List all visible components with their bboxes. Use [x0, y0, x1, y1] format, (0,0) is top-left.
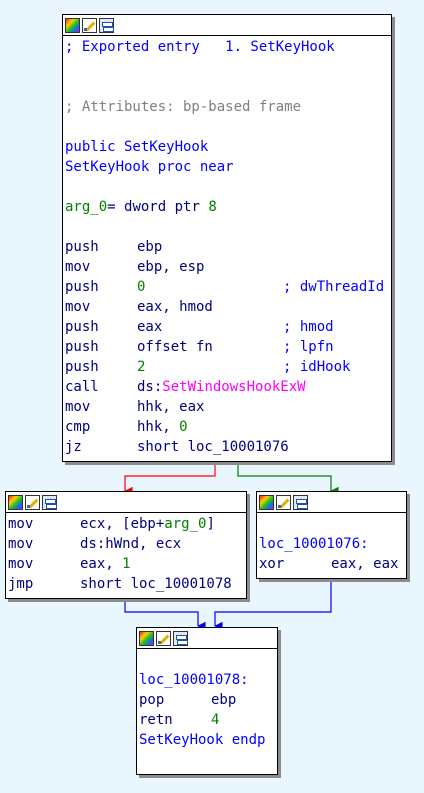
graph-view-icon[interactable]: [99, 17, 114, 33]
attributes-comment: ; Attributes: bp-based frame: [65, 99, 302, 115]
color-palette-icon[interactable]: [8, 494, 23, 510]
edit-pencil-icon[interactable]: [276, 494, 291, 510]
arg-definition: arg_0= dword ptr 8: [65, 199, 217, 215]
edit-pencil-icon[interactable]: [82, 17, 97, 33]
code-block-entry[interactable]: ; Exported entry 1. SetKeyHook ; Attribu…: [62, 14, 392, 462]
color-palette-icon[interactable]: [139, 630, 154, 646]
public-declaration: public SetKeyHook: [65, 139, 209, 155]
edit-pencil-icon[interactable]: [156, 630, 171, 646]
jump-target-link[interactable]: short loc_10001076: [137, 439, 289, 455]
jump-target-link[interactable]: short loc_10001078: [80, 576, 232, 592]
edit-pencil-icon[interactable]: [25, 494, 40, 510]
graph-view-icon[interactable]: [293, 494, 308, 510]
node-header: [257, 492, 406, 513]
graph-view-icon[interactable]: [173, 630, 188, 646]
graph-view-icon[interactable]: [42, 494, 57, 510]
edge-true-to-loc_10001076: [237, 461, 339, 496]
node-header: [6, 492, 246, 513]
edge-right-to-loc_10001078: [214, 578, 332, 631]
block-label: loc_10001078:: [139, 672, 249, 688]
edge-left-to-loc_10001078: [124, 599, 206, 631]
exported-entry-comment: ; Exported entry 1. SetKeyHook: [65, 39, 335, 55]
block-label: loc_10001076:: [259, 536, 369, 552]
color-palette-icon[interactable]: [65, 17, 80, 33]
edge-false-to-left-block: [124, 461, 216, 496]
proc-end-declaration: SetKeyHook endp: [139, 732, 266, 748]
color-palette-icon[interactable]: [259, 494, 274, 510]
proc-declaration: SetKeyHook proc near: [65, 159, 234, 175]
node-header: [63, 15, 391, 36]
node-header: [137, 628, 277, 649]
api-function-name[interactable]: SetWindowsHookExW: [162, 379, 306, 395]
